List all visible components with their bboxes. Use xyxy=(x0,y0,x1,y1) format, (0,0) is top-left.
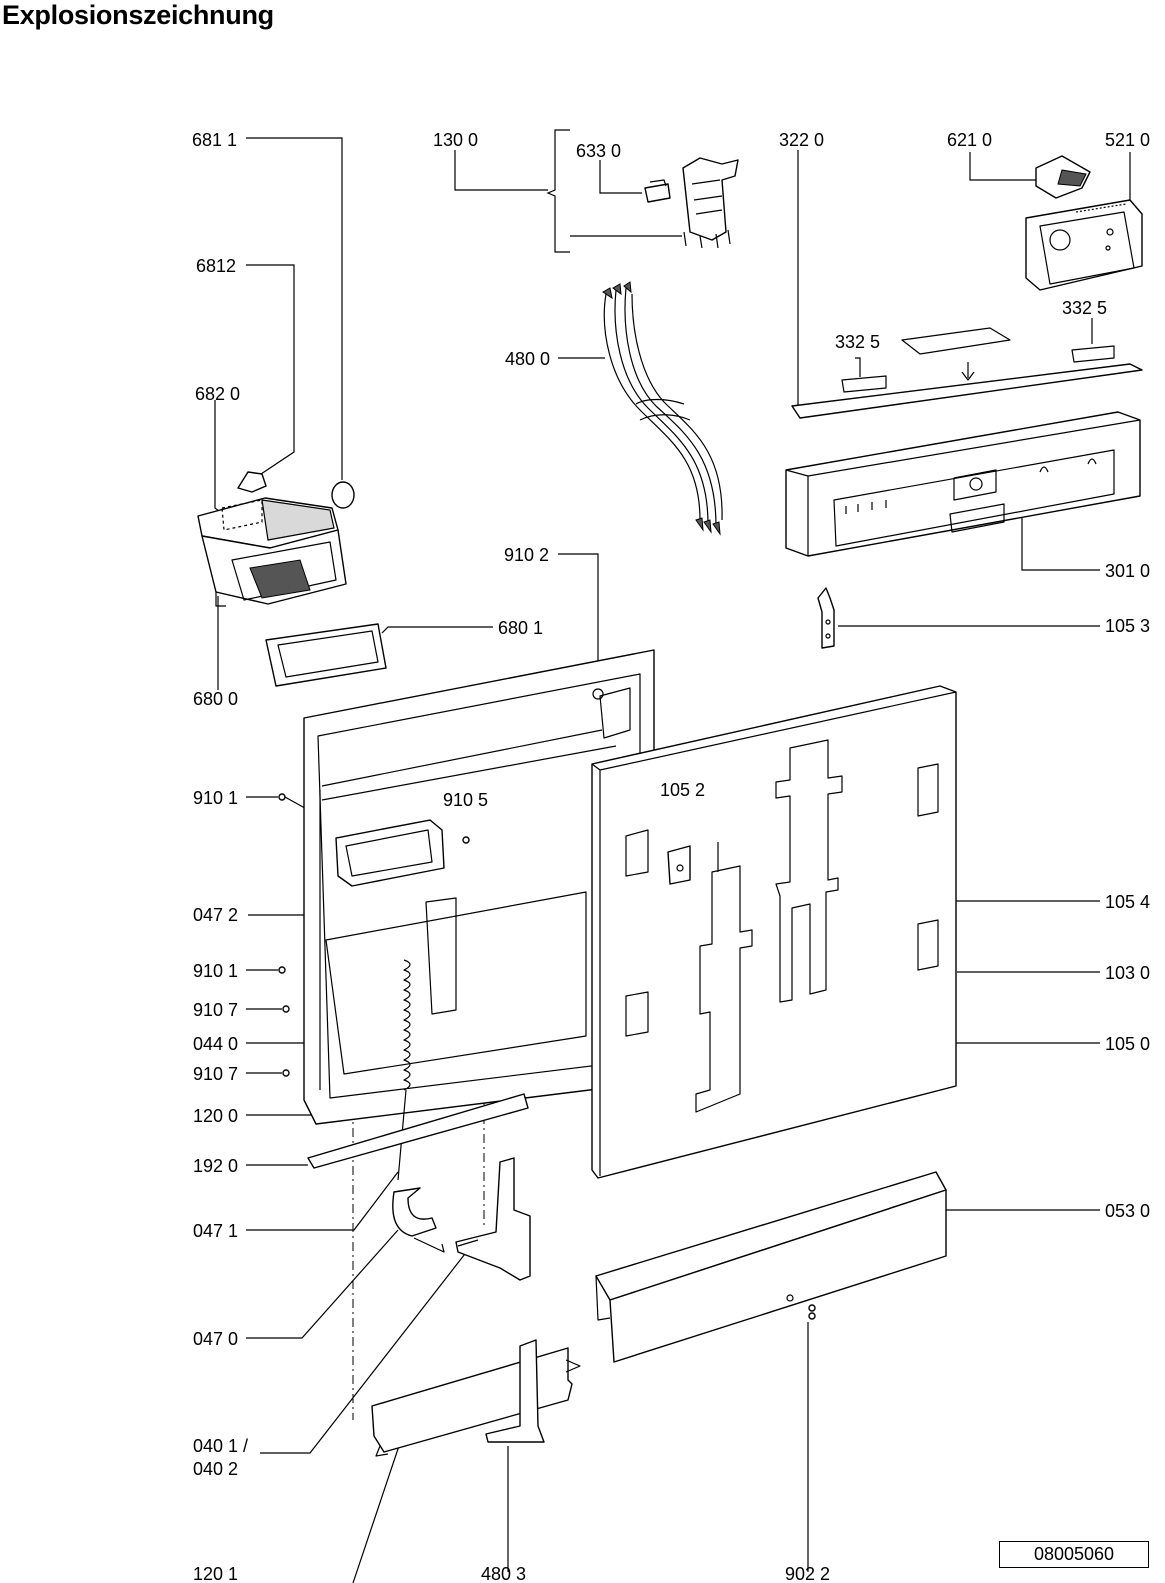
part-1030-outerdoor xyxy=(591,685,957,1179)
callout-labels: 681 1 6812 682 0 680 0 680 1 130 0 633 0… xyxy=(192,130,1150,1583)
callout-1030: 103 0 xyxy=(1105,963,1150,983)
callout-0472: 047 2 xyxy=(193,905,238,925)
part-6811-cap xyxy=(331,481,355,509)
callout-9101b: 910 1 xyxy=(193,961,238,981)
part-6801-gasket xyxy=(265,623,387,687)
callout-6330: 633 0 xyxy=(576,141,621,161)
callout-1050: 105 0 xyxy=(1105,1034,1150,1054)
callout-9022: 902 2 xyxy=(785,1564,830,1583)
callout-3010: 301 0 xyxy=(1105,561,1150,581)
part-5210-electronic xyxy=(1025,199,1143,291)
part-3010-fascia xyxy=(785,411,1141,557)
callout-3325b: 332 5 xyxy=(1062,298,1107,318)
part-6812-knob xyxy=(237,471,267,493)
callout-3325a: 332 5 xyxy=(835,332,880,352)
part-4803-bracket xyxy=(485,1339,545,1443)
part-6800-module xyxy=(197,497,347,607)
callout-0440: 044 0 xyxy=(193,1034,238,1054)
callout-9105: 910 5 xyxy=(443,790,488,810)
part-6330-switch xyxy=(644,179,671,203)
callout-1200: 120 0 xyxy=(193,1106,238,1126)
callout-0530: 053 0 xyxy=(1105,1201,1150,1221)
callout-1054: 105 4 xyxy=(1105,892,1150,912)
callout-0470: 047 0 xyxy=(193,1329,238,1349)
document-number: 08005060 xyxy=(999,1541,1149,1568)
callout-5210: 521 0 xyxy=(1105,130,1150,150)
callout-1052: 105 2 xyxy=(660,780,705,800)
part-1201-lowerstrip xyxy=(371,1347,581,1457)
part-0401-bracket xyxy=(455,1157,531,1281)
callout-4800: 480 0 xyxy=(505,349,550,369)
screws xyxy=(278,793,470,1077)
part-6210-connector xyxy=(1035,155,1091,199)
callout-6820: 682 0 xyxy=(195,384,240,404)
callout-0402: 040 2 xyxy=(193,1459,238,1479)
callout-6801: 680 1 xyxy=(498,618,543,638)
part-1300-doorlock xyxy=(682,157,739,249)
callout-1300: 130 0 xyxy=(433,130,478,150)
callout-1201: 120 1 xyxy=(193,1564,238,1583)
part-1200-innerdoor xyxy=(303,649,655,1125)
part-3220-strip xyxy=(791,327,1143,419)
callout-0401: 040 1 / xyxy=(193,1436,248,1456)
callout-9107a: 910 7 xyxy=(193,1000,238,1020)
callout-9101a: 910 1 xyxy=(193,788,238,808)
part-0470-hinge xyxy=(392,1187,445,1253)
callout-0471: 047 1 xyxy=(193,1221,238,1241)
callout-9107b: 910 7 xyxy=(193,1064,238,1084)
part-0530-rail xyxy=(595,1171,947,1363)
callout-6210: 621 0 xyxy=(947,130,992,150)
callout-1920: 192 0 xyxy=(193,1156,238,1176)
part-4800-harness xyxy=(602,281,723,536)
callout-1053: 105 3 xyxy=(1105,616,1150,636)
page-title: Explosionszeichnung xyxy=(2,0,274,30)
part-1053-bracket xyxy=(817,587,835,649)
callout-3220: 322 0 xyxy=(779,130,824,150)
callout-6811: 681 1 xyxy=(192,130,237,150)
callout-6812: 6812 xyxy=(196,256,236,276)
part-1920-strip xyxy=(307,1093,529,1169)
callout-4803: 480 3 xyxy=(481,1564,526,1583)
callout-6800: 680 0 xyxy=(193,689,238,709)
callout-9102: 910 2 xyxy=(504,545,549,565)
